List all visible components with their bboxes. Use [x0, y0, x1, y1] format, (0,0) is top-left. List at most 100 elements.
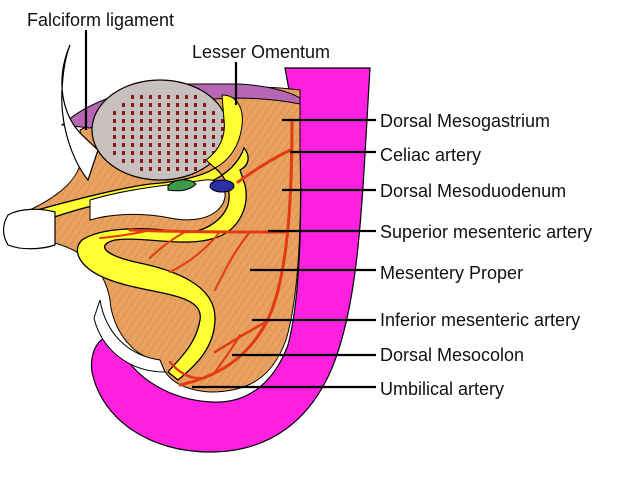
label-dorsal-mesogastrium: Dorsal Mesogastrium — [380, 111, 551, 131]
liver-dot — [122, 151, 125, 155]
liver-dot — [203, 159, 206, 163]
liver-dot — [113, 151, 116, 155]
liver-dot — [149, 95, 152, 99]
liver-dot — [140, 151, 143, 155]
liver-dot — [212, 119, 215, 123]
liver-dot — [167, 135, 170, 139]
liver-dot — [131, 135, 134, 139]
liver-dot — [203, 103, 206, 107]
liver-dot — [158, 143, 161, 147]
liver-dot — [158, 159, 161, 163]
liver-dot — [185, 95, 188, 99]
gut-tube — [29, 146, 249, 381]
liver-dot — [131, 159, 134, 163]
liver-dot — [176, 119, 179, 123]
liver-dot — [194, 159, 197, 163]
liver-dot — [158, 103, 161, 107]
liver-dot — [203, 127, 206, 131]
liver-dot — [194, 143, 197, 147]
liver-dot — [212, 135, 215, 139]
liver-dot — [131, 103, 134, 107]
liver-dot — [167, 103, 170, 107]
liver-dot — [167, 95, 170, 99]
hindgut-bend — [93, 299, 166, 373]
liver-dot — [176, 159, 179, 163]
liver-dot — [167, 111, 170, 115]
liver-dot — [203, 119, 206, 123]
label-umbilical-artery: Umbilical artery — [380, 379, 505, 399]
liver-dot — [131, 119, 134, 123]
liver-dot — [221, 127, 224, 131]
liver-dot — [122, 159, 125, 163]
liver-dot — [194, 103, 197, 107]
liver-dot — [140, 111, 143, 115]
liver-dot — [176, 111, 179, 115]
liver-dot — [194, 127, 197, 131]
stomach-lumen — [89, 179, 226, 221]
liver-dot — [203, 143, 206, 147]
celiac-artery — [236, 148, 292, 184]
liver-dot — [176, 103, 179, 107]
liver-dot — [185, 167, 188, 171]
umbilical-artery — [168, 360, 207, 380]
liver-dot — [194, 135, 197, 139]
liver-dot — [149, 111, 152, 115]
liver-dot — [194, 167, 197, 171]
liver-dot — [194, 151, 197, 155]
liver-dot — [140, 103, 143, 107]
liver-dot — [113, 143, 116, 147]
liver-dot — [185, 151, 188, 155]
liver-dot — [167, 143, 170, 147]
liver-dot — [194, 111, 197, 115]
label-mesentery-proper: Mesentery Proper — [380, 263, 524, 283]
liver-dot — [212, 127, 215, 131]
liver-dot — [194, 119, 197, 123]
liver-dot — [203, 151, 206, 155]
liver-dot — [185, 111, 188, 115]
label-lesser-omentum: Lesser Omentum — [192, 42, 331, 62]
liver-dot — [122, 135, 125, 139]
liver-dot — [212, 111, 215, 115]
liver-dot — [131, 143, 134, 147]
liver-dot — [131, 95, 134, 99]
liver-dot — [140, 119, 143, 123]
liver-dot — [158, 127, 161, 131]
liver-dot — [140, 127, 143, 131]
liver-dot — [176, 151, 179, 155]
liver-dot — [167, 151, 170, 155]
arterial-tree — [99, 118, 294, 387]
liver-dot — [140, 95, 143, 99]
liver-dot — [149, 159, 152, 163]
liver-dot — [176, 167, 179, 171]
liver-dot — [149, 151, 152, 155]
liver-dot — [149, 143, 152, 147]
liver-dot — [158, 167, 161, 171]
liver-dot — [167, 167, 170, 171]
liver-dot — [140, 167, 143, 171]
liver-dot — [176, 127, 179, 131]
falciform-ligament — [61, 44, 99, 182]
liver-dot — [167, 159, 170, 163]
liver-dot — [212, 143, 215, 147]
liver-dot — [149, 119, 152, 123]
liver-dot — [122, 119, 125, 123]
liver-dot — [176, 135, 179, 139]
inferior-mesenteric-artery — [213, 318, 272, 354]
liver-dot — [185, 119, 188, 123]
label-falciform-ligament: Falciform ligament — [27, 10, 175, 30]
liver-dot — [149, 103, 152, 107]
liver-dot — [194, 95, 197, 99]
liver-dot — [149, 135, 152, 139]
liver-dot — [131, 151, 134, 155]
liver-dot — [131, 111, 134, 115]
pancreas — [209, 179, 235, 193]
liver-dot — [158, 111, 161, 115]
liver-dot — [158, 151, 161, 155]
liver-dot — [158, 135, 161, 139]
leader-lines — [84, 30, 376, 389]
liver-dot — [140, 159, 143, 163]
label-dorsal-mesoduodenum: Dorsal Mesoduodenum — [380, 181, 567, 201]
liver-dot — [131, 127, 134, 131]
liver-dot — [149, 167, 152, 171]
